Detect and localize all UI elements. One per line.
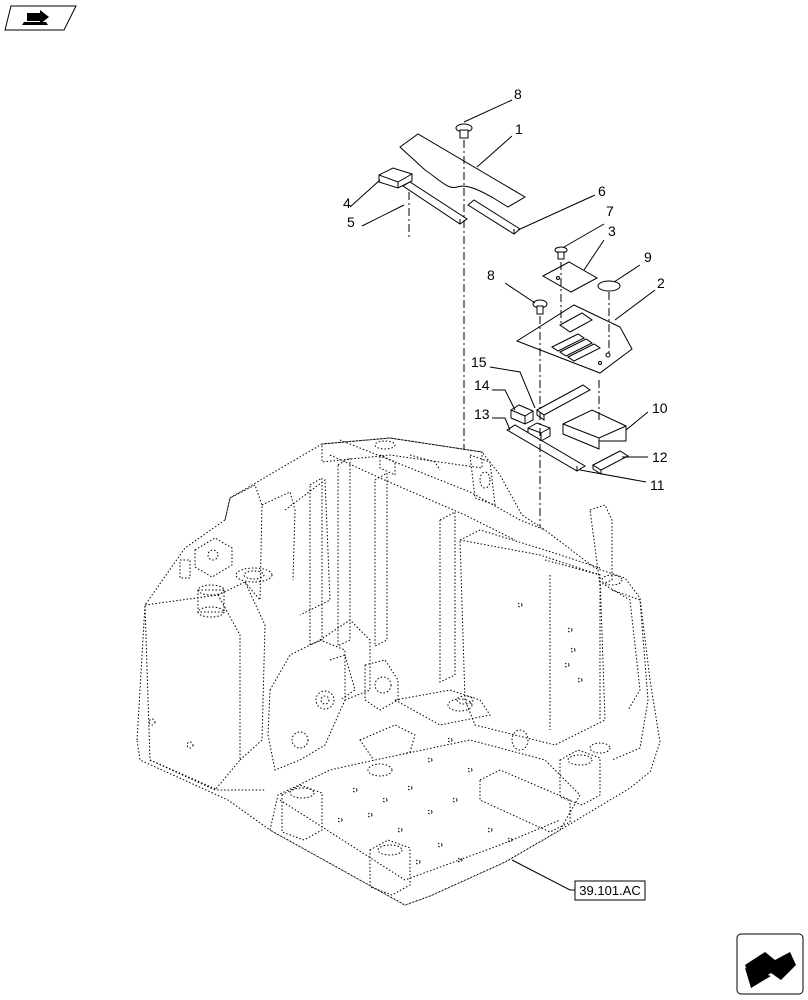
callout-12: 12: [652, 449, 668, 465]
part-12-seal-strip: [591, 450, 630, 475]
part-14-pad: [510, 404, 534, 425]
callout-1: 1: [515, 121, 523, 137]
leader-lines: [349, 99, 656, 891]
lower-floor-plate: [269, 698, 601, 906]
callout-4: 4: [343, 195, 351, 211]
next-page-arrow-icon[interactable]: [736, 933, 804, 995]
part-11-seal-strip: [506, 424, 586, 472]
part-10-block: [562, 409, 627, 450]
book-arrow-icon[interactable]: [4, 5, 77, 31]
part-3-small-plate: [541, 261, 599, 293]
callout-3: 3: [608, 223, 616, 239]
callout-5: 5: [347, 214, 355, 230]
callout-11: 11: [650, 477, 665, 493]
callout-8-top: 8: [514, 86, 522, 102]
callout-7: 7: [606, 203, 614, 219]
reference-box[interactable]: 39.101.AC: [574, 880, 646, 901]
callout-9: 9: [644, 249, 652, 265]
reference-label: 39.101.AC: [579, 883, 640, 898]
callout-13: 13: [474, 406, 490, 422]
part-7-bolt: [554, 246, 568, 260]
part-1-cover-plate: [399, 133, 526, 208]
callout-6: 6: [598, 183, 606, 199]
callout-10: 10: [652, 400, 668, 416]
callout-14: 14: [474, 377, 490, 393]
callout-labels: 8 1 4 5 6 7 3 9 2 8 15 14 13 10 12 11: [343, 86, 668, 493]
callout-8-lower: 8: [487, 267, 495, 283]
part-8-bolt-lower: [532, 299, 548, 315]
part-8-bolt-top: [455, 123, 473, 139]
part-5-seal-strip: [402, 181, 468, 225]
part-2-floor-plate: [515, 304, 633, 374]
callout-15: 15: [471, 354, 487, 370]
callout-2: 2: [657, 275, 665, 291]
part-4-pad: [378, 167, 413, 189]
part-9-grommet: [597, 280, 621, 292]
